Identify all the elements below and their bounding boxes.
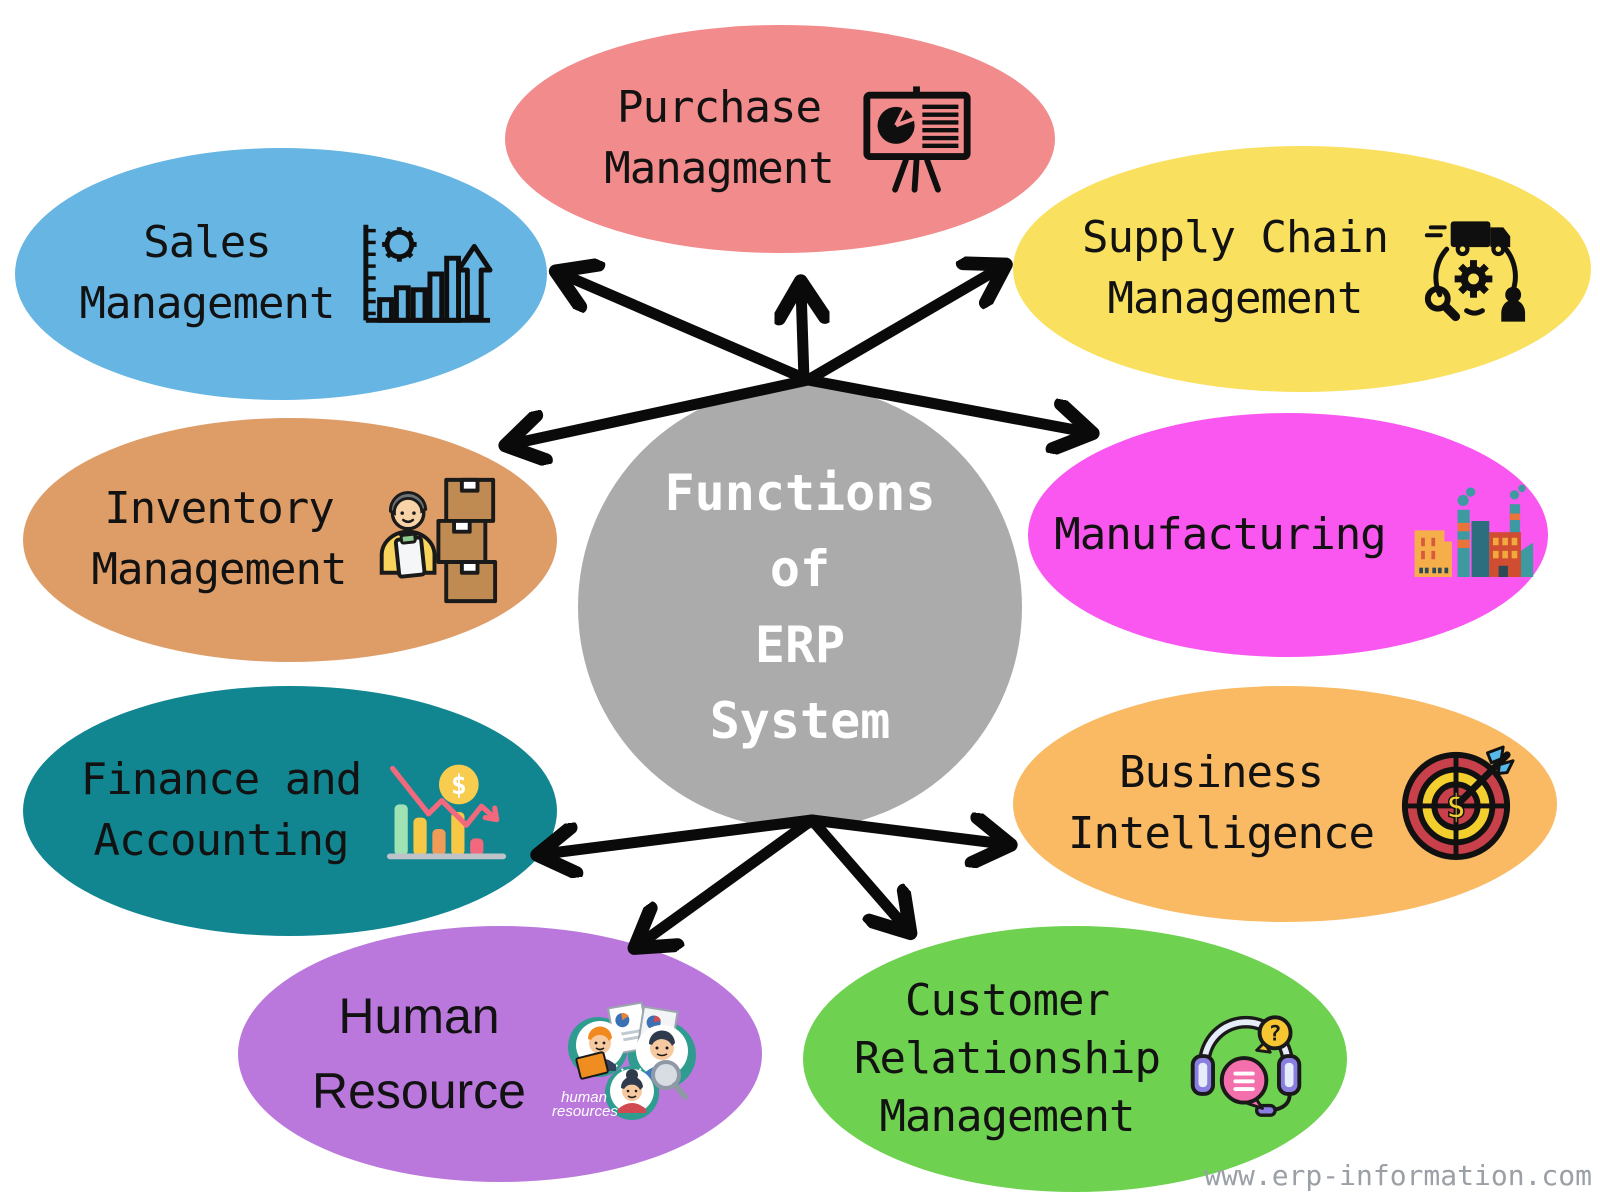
node-label: Inventory Management	[91, 483, 348, 595]
node-supply-chain-management: Supply Chain Management	[1013, 146, 1591, 392]
node-label: Sales Management	[79, 217, 336, 329]
node-purchase-management: Purchase Managment	[505, 25, 1055, 253]
watermark-url: www.erp-information.com	[1204, 1159, 1592, 1192]
center-line: Functions	[664, 464, 936, 522]
arrow-center-to-sales	[562, 274, 814, 386]
node-human-resource: Human Resource	[238, 926, 762, 1182]
node-label: Finance and Accounting	[80, 754, 362, 866]
finance-chart-coin-icon: $	[387, 764, 507, 860]
sales-growth-chart-icon	[363, 224, 493, 323]
center-line: ERP	[754, 616, 846, 674]
node-label: Business Intelligence	[1068, 747, 1375, 859]
warehouse-worker-boxes-icon	[379, 477, 498, 604]
svg-text:$: $	[1446, 787, 1466, 826]
node-label: Human Resource	[312, 988, 526, 1119]
arrow-center-to-crm	[806, 814, 906, 928]
presentation-chart-icon	[863, 86, 972, 193]
arrow-center-to-supply	[802, 268, 1000, 386]
center-circle: Functions of ERP System	[578, 385, 1022, 829]
node-label: Customer Relationship Management	[854, 974, 1161, 1143]
logistics-cycle-icon	[1424, 221, 1525, 322]
node-business-intelligence: Business Intelligence $	[1013, 686, 1557, 922]
node-sales-management: Sales Management	[15, 148, 547, 400]
factory-icon	[1414, 484, 1533, 577]
center-line: of	[769, 540, 831, 598]
support-headset-icon: ?	[1190, 1015, 1301, 1117]
hr-icon-caption: human resources	[552, 1088, 618, 1120]
svg-text:?: ?	[1268, 1022, 1281, 1047]
node-customer-relationship-management: Customer Relationship Management ?	[803, 926, 1347, 1192]
arrow-center-to-hr	[640, 814, 818, 944]
target-dollar-icon: $	[1401, 745, 1515, 861]
hr-people-icon: human resources	[552, 987, 706, 1121]
node-label: Manufacturing	[1054, 508, 1386, 560]
node-manufacturing: Manufacturing	[1028, 413, 1548, 657]
node-finance-and-accounting: Finance and Accounting $	[23, 686, 557, 936]
arrow-center-to-purchase	[801, 288, 804, 386]
center-line: System	[709, 692, 891, 750]
node-label: Supply Chain Management	[1082, 212, 1389, 324]
node-inventory-management: Inventory Management	[23, 418, 557, 662]
svg-text:$: $	[451, 770, 467, 801]
node-label: Purchase Managment	[604, 82, 834, 194]
